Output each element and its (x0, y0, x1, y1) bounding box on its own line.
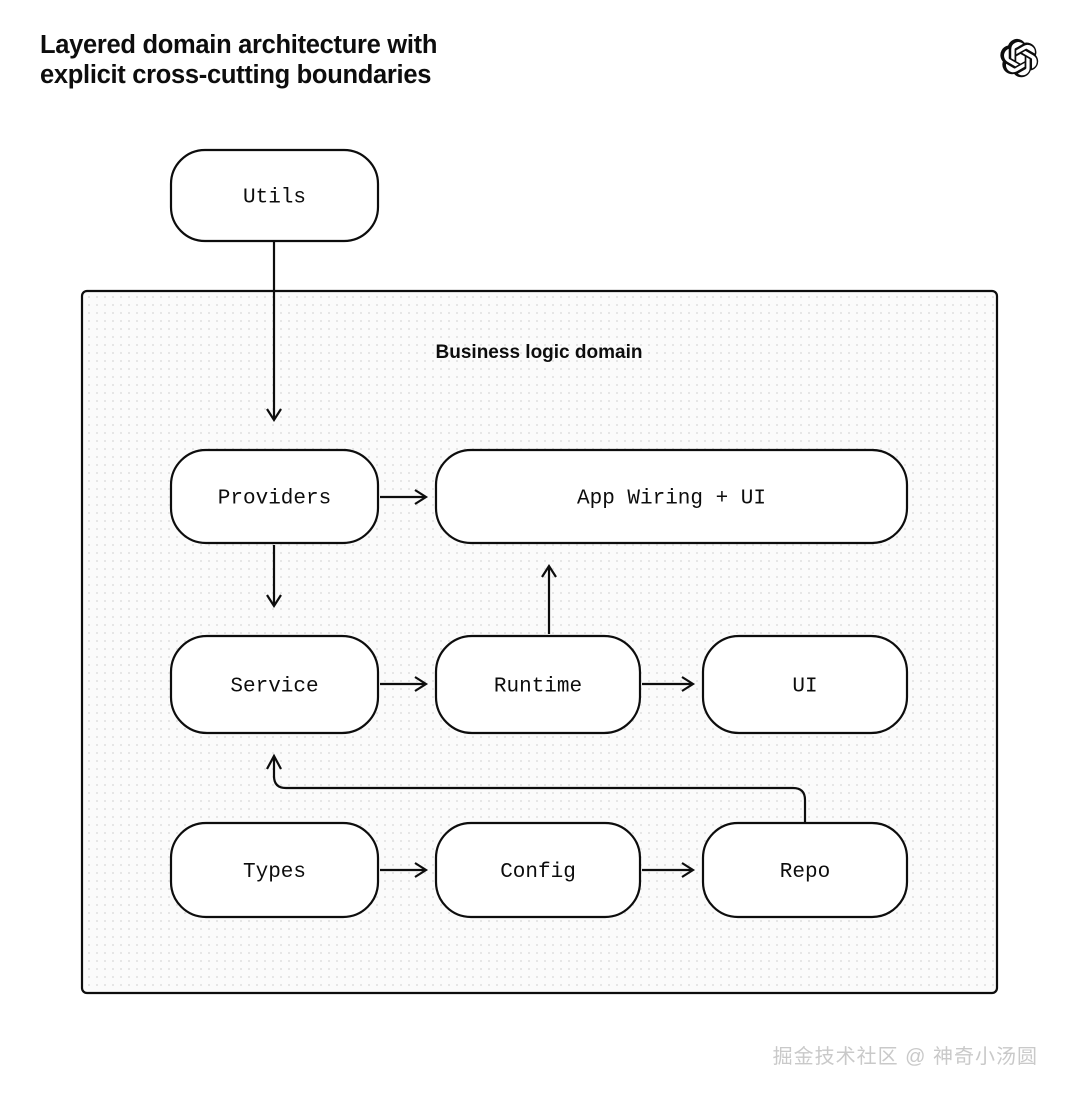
node-shape (701, 634, 909, 735)
arrowhead-icon (414, 862, 429, 878)
node-shape (169, 148, 380, 243)
arrowhead-icon (266, 753, 282, 770)
edges-layer (266, 241, 807, 878)
node-repo[interactable]: Repo (701, 821, 909, 919)
edge-providers-to-wiring (380, 489, 429, 505)
openai-logo (1000, 38, 1042, 80)
edge-types-to-config (380, 862, 429, 878)
edge-runtime-to-wiring (541, 563, 557, 634)
arrowhead-icon (541, 563, 557, 578)
node-shape (434, 634, 642, 735)
node-label: Runtime (494, 676, 582, 699)
edge-providers-to-service (266, 545, 282, 609)
node-label: Config (500, 861, 576, 884)
node-ui[interactable]: UI (701, 634, 909, 735)
arrowhead-icon (681, 862, 696, 878)
node-shape (169, 821, 380, 919)
arrowhead-icon (414, 676, 429, 692)
arrowhead-icon (681, 676, 696, 692)
arrowhead-icon (266, 408, 282, 423)
edge-utils-to-providers (266, 241, 282, 423)
node-types[interactable]: Types (169, 821, 380, 919)
node-providers[interactable]: Providers (169, 448, 380, 545)
edge-runtime-to-ui (642, 676, 696, 692)
node-shape (169, 448, 380, 545)
node-label: Providers (218, 488, 331, 511)
header: Layered domain architecture with explici… (0, 0, 1080, 130)
node-app-wiring[interactable]: App Wiring + UI (434, 448, 909, 545)
node-label: Service (230, 676, 318, 699)
node-shape (434, 821, 642, 919)
edge-repo-to-service (266, 753, 807, 823)
edge-line (272, 758, 807, 823)
group-label: Business logic domain (436, 342, 643, 363)
arrowhead-icon (414, 489, 429, 505)
node-config[interactable]: Config (434, 821, 642, 919)
arrowhead-icon (266, 594, 282, 609)
node-shape (169, 634, 380, 735)
edge-config-to-repo (642, 862, 696, 878)
node-label: Types (243, 861, 306, 884)
node-shape (701, 821, 909, 919)
node-runtime[interactable]: Runtime (434, 634, 642, 735)
footer-watermark: 掘金技术社区 @ 神奇小汤圆 (772, 1046, 1038, 1068)
node-shape (434, 448, 909, 545)
node-label: Repo (780, 861, 830, 884)
node-service[interactable]: Service (169, 634, 380, 735)
node-label: Utils (243, 187, 306, 210)
node-utils[interactable]: Utils (169, 148, 380, 243)
node-label: App Wiring + UI (577, 488, 766, 511)
edge-service-to-runtime (380, 676, 429, 692)
node-label: UI (792, 676, 817, 699)
page-title: Layered domain architecture with explici… (40, 31, 438, 89)
